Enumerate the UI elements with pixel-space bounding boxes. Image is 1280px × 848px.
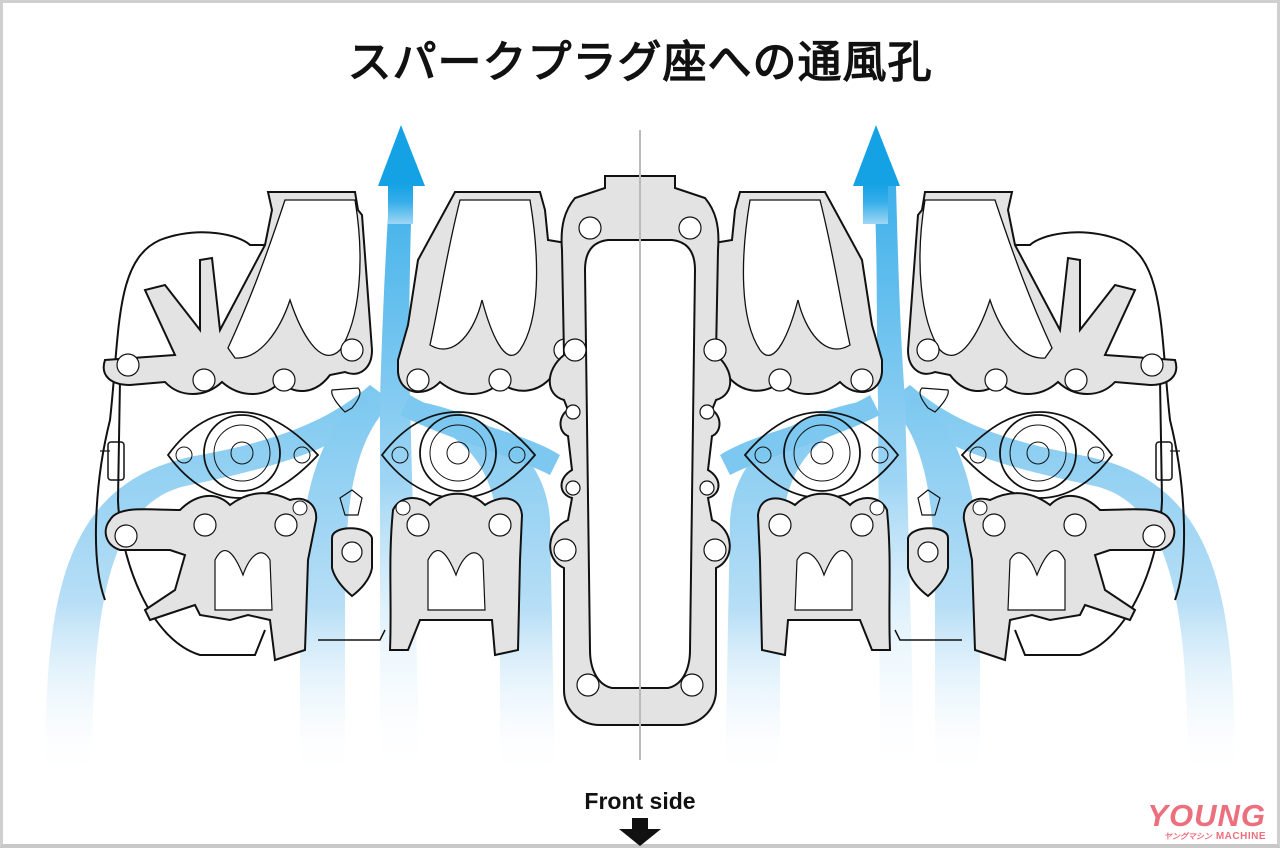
arrow-down-icon <box>619 818 661 846</box>
arrow-up-icon <box>853 125 900 186</box>
logo-kana: ヤングマシン <box>1163 832 1212 841</box>
diagram-title: スパークプラグ座への通風孔 <box>347 37 933 88</box>
arrow-up-icon <box>378 125 425 186</box>
cylinder-head-left <box>94 191 580 662</box>
spark-plug-seat-2 <box>380 411 537 499</box>
logo-main: YOUNG <box>1147 798 1266 833</box>
spark-plug-seat-4 <box>960 411 1114 499</box>
spark-plug-seat-3 <box>743 411 900 499</box>
front-side-label: Front side <box>584 788 696 814</box>
young-machine-logo: YOUNG ヤングマシン MACHINE <box>1147 798 1266 842</box>
logo-sub: MACHINE <box>1215 831 1266 842</box>
spark-plug-seat-1 <box>166 411 320 499</box>
